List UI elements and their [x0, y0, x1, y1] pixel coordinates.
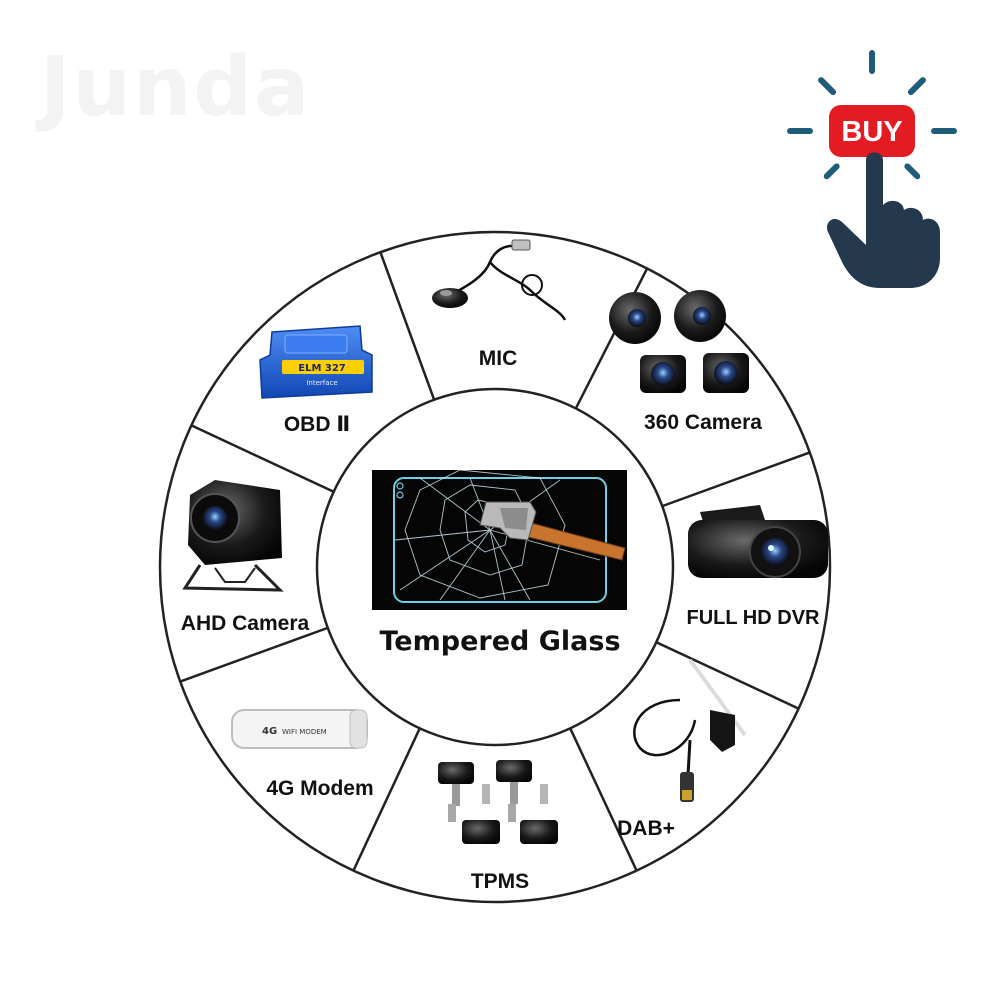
segment-divider — [352, 727, 421, 872]
brand-watermark: Junda — [40, 40, 312, 135]
center-segment[interactable]: Tempered Glass — [372, 469, 627, 657]
segment-divider — [661, 451, 811, 508]
dashcam-icon — [688, 505, 828, 578]
segment-dividers — [179, 251, 811, 872]
segment-label-ahd: AHD Camera — [181, 612, 310, 635]
segment-label-modem: 4G Modem — [266, 777, 373, 800]
buy-rays — [787, 50, 957, 180]
usb-modem-icon: 4G WIFI MODEM — [231, 709, 368, 749]
buy-ray — [907, 77, 926, 96]
buy-ray — [904, 163, 921, 180]
segment-label-dvr: FULL HD DVR — [687, 607, 821, 629]
pointing-hand-icon — [826, 152, 940, 288]
surround-camera-icon — [609, 290, 749, 393]
rear-camera-icon — [182, 480, 284, 592]
segment-modem[interactable]: 4G WIFI MODEM 4G Modem — [231, 709, 374, 800]
modem-text: WIFI MODEM — [282, 728, 327, 736]
buy-badge — [829, 105, 915, 157]
segment-divider — [379, 251, 436, 401]
buy-button[interactable]: BUY — [787, 50, 957, 288]
segment-label-camera-360: 360 Camera — [644, 411, 762, 434]
segment-obd[interactable]: ELM 327 Interface OBD Ⅱ — [259, 325, 373, 436]
segment-divider — [574, 267, 649, 409]
obd-chip-text: ELM 327 — [298, 363, 346, 374]
segment-divider — [569, 727, 638, 872]
segment-divider — [190, 424, 335, 493]
segment-label-obd: OBD Ⅱ — [284, 413, 350, 436]
microphone-icon — [432, 239, 567, 321]
segment-label-dab: DAB+ — [617, 817, 675, 840]
obd-scanner-icon: ELM 327 Interface — [259, 325, 373, 399]
segment-tpms[interactable]: TPMS — [438, 760, 558, 893]
segment-dvr[interactable]: FULL HD DVR — [687, 505, 828, 629]
tire-sensor-icon — [438, 760, 558, 844]
segment-label-mic: MIC — [479, 347, 518, 370]
antenna-icon — [633, 658, 747, 802]
center-label: Tempered Glass — [379, 626, 620, 657]
buy-ray — [818, 77, 837, 96]
segment-divider — [179, 626, 329, 683]
segment-ahd[interactable]: AHD Camera — [181, 480, 310, 635]
buy-ray — [823, 163, 840, 180]
segment-divider — [655, 641, 800, 710]
modem-brand-text: 4G — [262, 726, 277, 737]
segment-camera-360[interactable]: 360 Camera — [609, 290, 762, 434]
segment-mic[interactable]: MIC — [432, 239, 567, 370]
segment-label-tpms: TPMS — [471, 870, 529, 893]
buy-label: BUY — [841, 116, 902, 148]
obd-sub-text: Interface — [306, 379, 337, 387]
segment-dab[interactable]: DAB+ — [617, 658, 747, 840]
